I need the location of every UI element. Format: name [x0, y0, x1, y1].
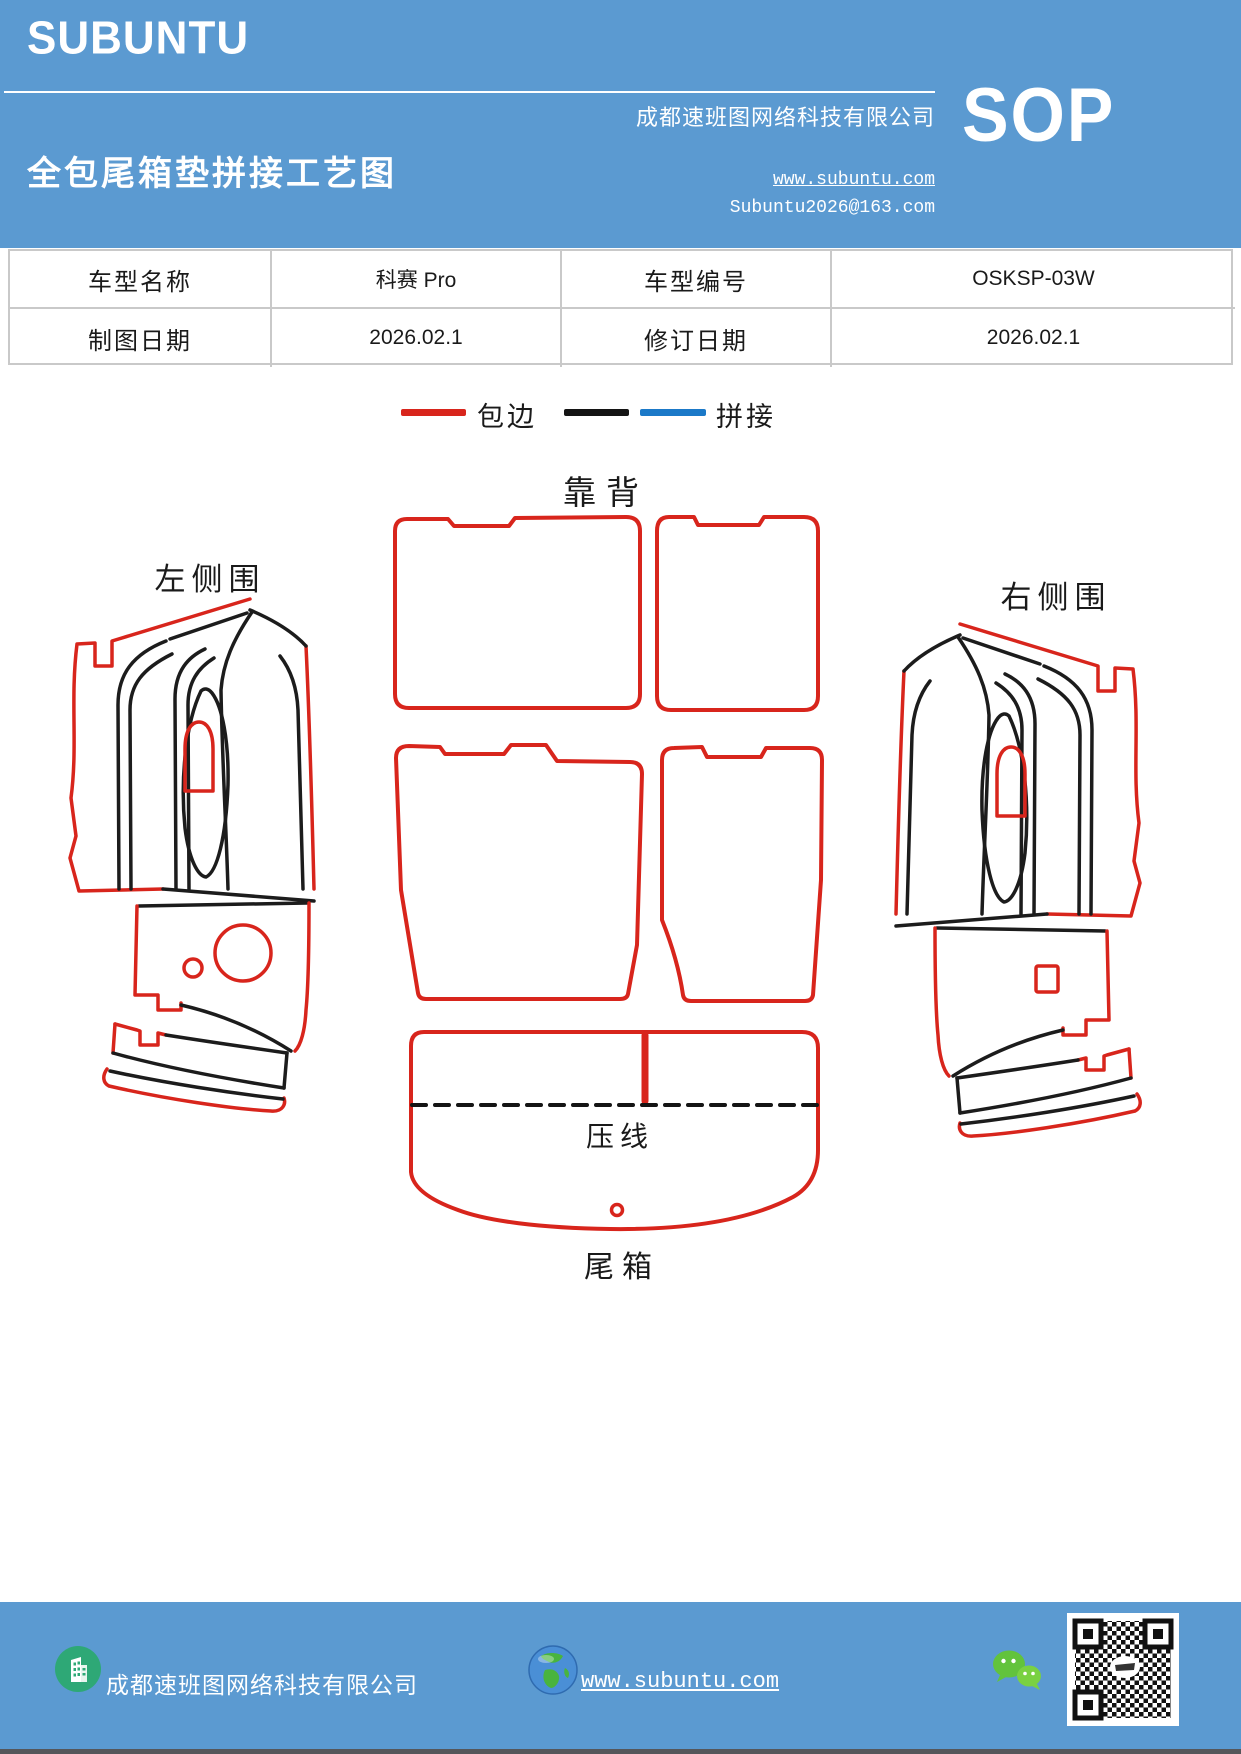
- subuntu-logo: SUBUNTU: [27, 12, 250, 65]
- left-quad-small-hole: [182, 957, 204, 979]
- backrest-piece-bottom-right: [660, 745, 824, 1003]
- wechat-icon: [993, 1650, 1041, 1690]
- model-code-label: 车型编号: [562, 251, 832, 309]
- draw-date-label: 制图日期: [10, 309, 272, 367]
- header-divider-line: [4, 91, 935, 93]
- trunk-hole-dot: [609, 1202, 625, 1218]
- model-name-label: 车型名称: [10, 251, 272, 309]
- globe-icon: [528, 1645, 578, 1695]
- model-code-value: OSKSP-03W: [832, 251, 1235, 309]
- page-bottom-edge: [0, 1749, 1241, 1754]
- left-quad-large-hole: [213, 923, 273, 983]
- qr-code: [1067, 1613, 1179, 1726]
- footer-website-link[interactable]: www.subuntu.com: [581, 1669, 780, 1694]
- header-email: Subuntu2026@163.com: [729, 198, 935, 218]
- header-company-name: 成都速班图网络科技有限公司: [635, 105, 935, 130]
- revise-date-label: 修订日期: [562, 309, 832, 367]
- legend-splice-black-swatch: [564, 409, 629, 416]
- right-quad-square-hole: [1034, 964, 1060, 994]
- header-website-link[interactable]: www.subuntu.com: [772, 170, 935, 190]
- side-panel-upper-piece: [68, 597, 316, 903]
- right-side-lower-pieces: [933, 926, 1142, 1138]
- header-banner: SUBUNTU 成都速班图网络科技有限公司 全包尾箱垫拼接工艺图 SOP www…: [0, 0, 1241, 248]
- backrest-piece-bottom-left: [394, 743, 644, 1001]
- legend-edge-label: 包边: [477, 402, 537, 432]
- vehicle-info-table: 车型名称 科赛 Pro 车型编号 OSKSP-03W 制图日期 2026.02.…: [8, 249, 1235, 367]
- building-icon: [55, 1646, 101, 1692]
- side-panel-lower-pieces: [102, 901, 311, 1113]
- backrest-piece-top-left: [393, 515, 642, 710]
- model-name-value: 科赛 Pro: [272, 251, 562, 309]
- sop-badge: SOP: [962, 73, 1116, 158]
- right-side-upper-piece: [894, 622, 1142, 928]
- legend-splice-blue-swatch: [640, 409, 706, 416]
- label-backrest: 靠背: [563, 474, 649, 511]
- label-right-side: 右侧围: [1000, 580, 1112, 615]
- legend-splice-label: 拼接: [716, 402, 776, 432]
- draw-date-value: 2026.02.1: [272, 309, 562, 367]
- revise-date-value: 2026.02.1: [986, 326, 1081, 349]
- backrest-piece-top-right: [655, 515, 820, 712]
- page-title: 全包尾箱垫拼接工艺图: [27, 156, 397, 193]
- label-press-line: 压线: [585, 1121, 654, 1152]
- label-left-side: 左侧围: [154, 562, 266, 597]
- footer-company-name: 成都速班图网络科技有限公司: [106, 1673, 418, 1698]
- label-trunk: 尾箱: [584, 1251, 660, 1284]
- legend-edge-swatch: [401, 409, 466, 416]
